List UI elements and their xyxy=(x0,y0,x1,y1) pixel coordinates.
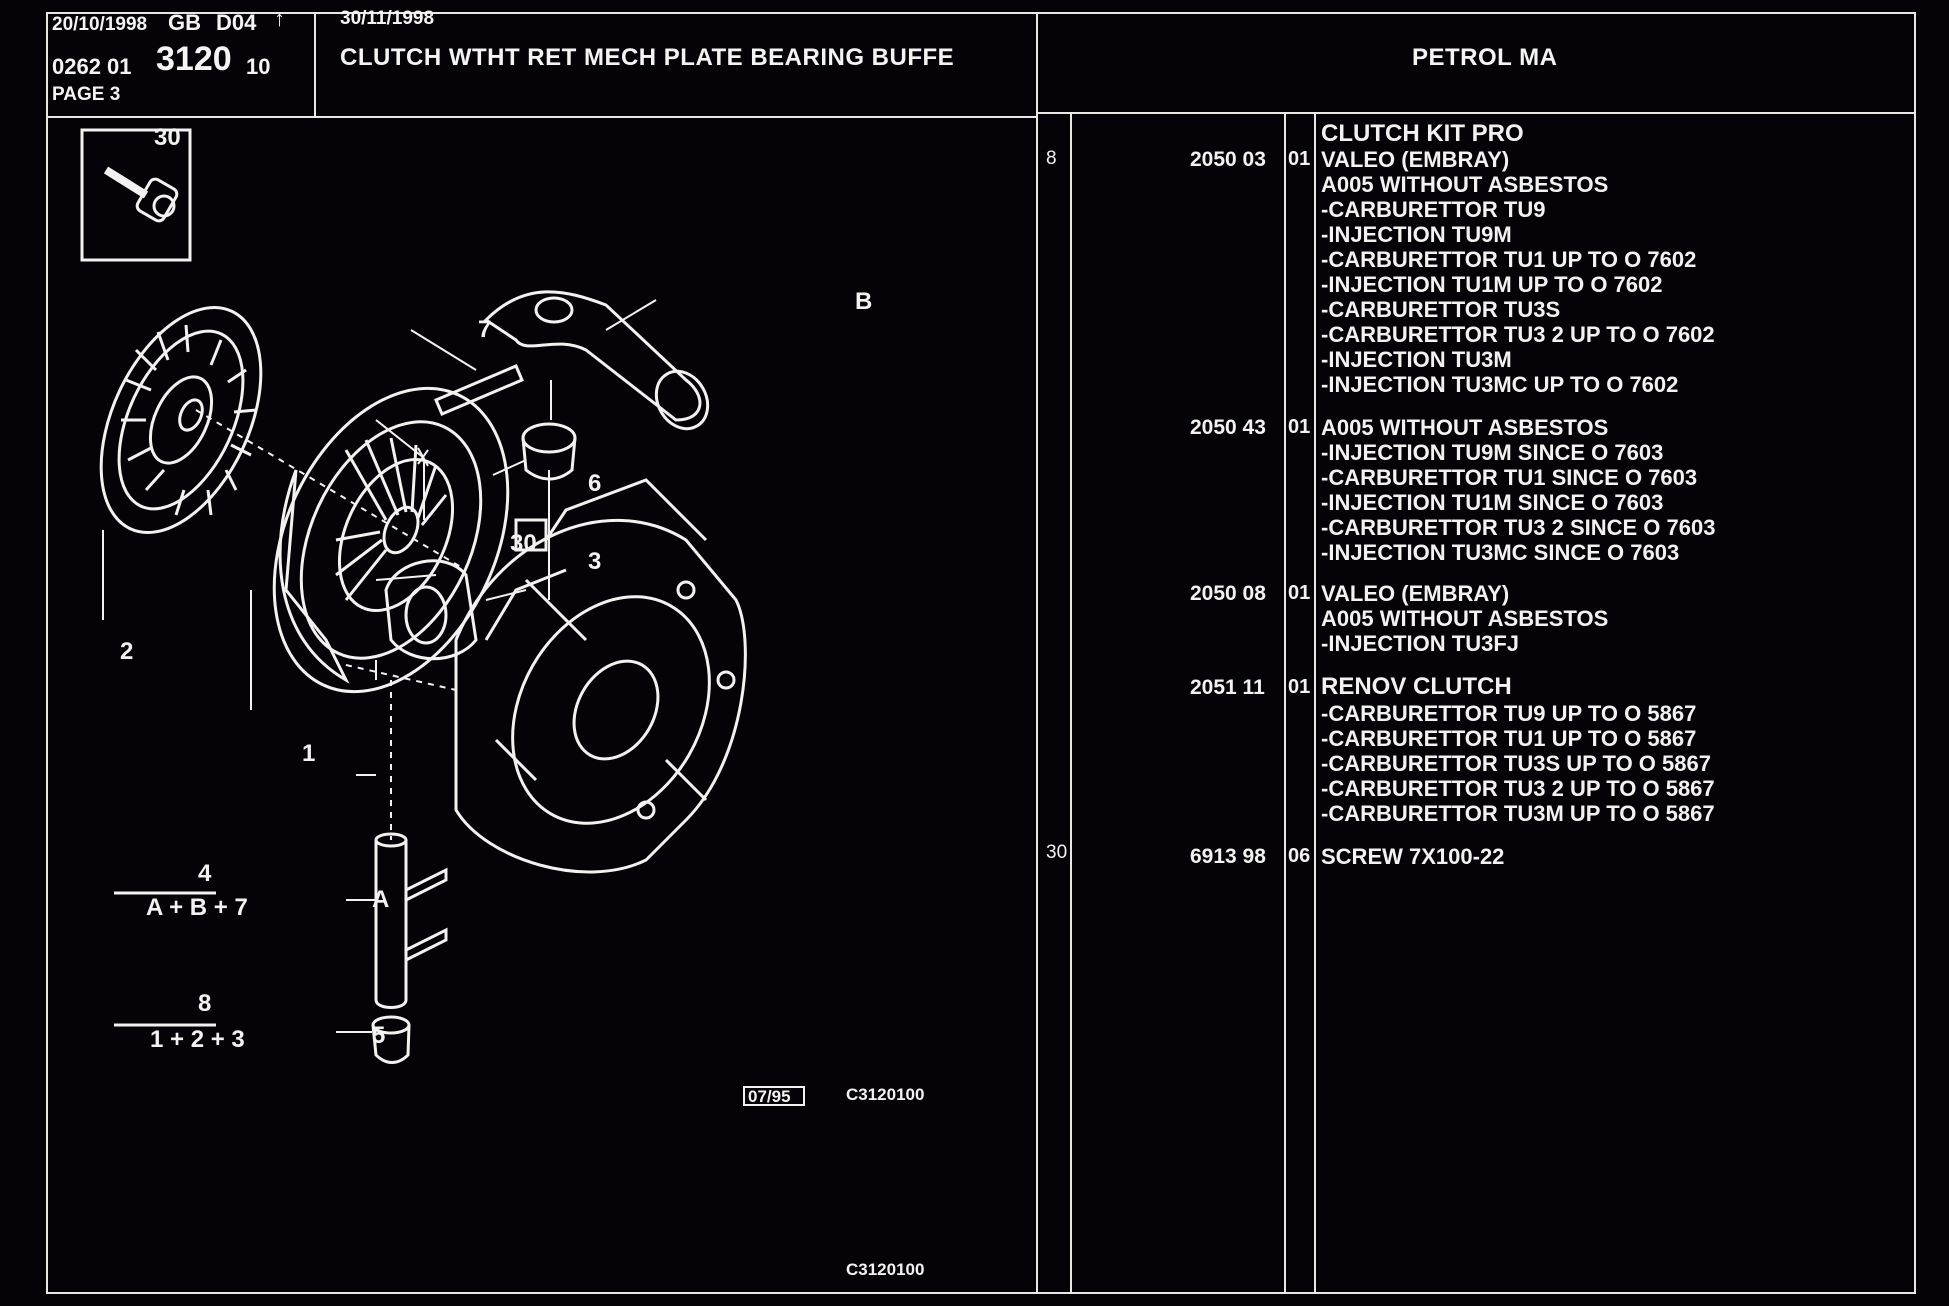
inset-ref-label: 30 xyxy=(154,124,181,151)
row-2-line-6: -INJECTION TU3MC SINCE O 7603 xyxy=(1321,540,1680,565)
page-number: PAGE 3 xyxy=(52,84,121,105)
label-7: 7 xyxy=(478,316,492,343)
row-1-line-8: -CARBURETTOR TU3S xyxy=(1321,297,1561,322)
lower-bush-drawing xyxy=(371,1015,411,1064)
row-1-line-6: -CARBURETTOR TU1 UP TO O 7602 xyxy=(1321,247,1697,272)
language-code: GB xyxy=(168,10,201,35)
label-b: B xyxy=(855,288,873,315)
screw-inset-icon xyxy=(103,166,179,223)
row-1-sequence: 01 xyxy=(1288,148,1311,170)
row-2-line-4: -INJECTION TU1M SINCE O 7603 xyxy=(1321,490,1664,515)
gearbox-housing-drawing xyxy=(454,478,747,874)
panel-divider xyxy=(1036,12,1038,1294)
release-bearing-drawing xyxy=(384,559,478,661)
header-divider-left xyxy=(46,116,1036,118)
row-4-sequence: 01 xyxy=(1288,676,1311,698)
document-code: D04 xyxy=(216,10,257,35)
revision-stamp: 07/95 xyxy=(748,1087,791,1106)
label-30: 30 xyxy=(510,530,537,557)
row-1-line-1: CLUTCH KIT PRO xyxy=(1321,120,1524,147)
row-1-line-7: -INJECTION TU1M UP TO O 7602 xyxy=(1321,272,1663,297)
row-3-line-3: -INJECTION TU3FJ xyxy=(1321,631,1520,656)
row-1-line-4: -CARBURETTOR TU9 xyxy=(1321,197,1546,222)
fuel-type: PETROL MA xyxy=(1412,44,1558,71)
date-left: 20/10/1998 xyxy=(52,14,148,35)
row-4-line-6: -CARBURETTOR TU3M UP TO O 5867 xyxy=(1321,801,1715,826)
row-4-line-4: -CARBURETTOR TU3S UP TO O 5867 xyxy=(1321,751,1711,776)
seq-column-rule-1 xyxy=(1284,112,1286,1294)
kit-1-components: A + B + 7 xyxy=(146,894,248,921)
row-2-line-2: -INJECTION TU9M SINCE O 7603 xyxy=(1321,440,1664,465)
release-fork-drawing xyxy=(483,290,710,431)
page-title: CLUTCH WTHT RET MECH PLATE BEARING BUFFE xyxy=(340,44,955,71)
row-4-line-5: -CARBURETTOR TU3 2 UP TO O 5867 xyxy=(1321,776,1715,801)
kit-1-number: 4 xyxy=(198,860,212,887)
row-3-line-1: VALEO (EMBRAY) xyxy=(1321,581,1510,606)
count-column-rule xyxy=(1070,112,1072,1294)
pressure-plate-drawing xyxy=(272,386,510,694)
row-1-line-3: A005 WITHOUT ASBESTOS xyxy=(1321,172,1609,197)
row-1-line-2: VALEO (EMBRAY) xyxy=(1321,147,1510,172)
clutch-disc-drawing xyxy=(99,306,263,534)
label-3: 3 xyxy=(588,548,602,575)
exploded-parts-drawing xyxy=(80,128,805,1106)
label-1: 1 xyxy=(302,740,316,767)
row-4-line-3: -CARBURETTOR TU1 UP TO O 5867 xyxy=(1321,726,1697,751)
header-split-1 xyxy=(314,12,316,116)
label-a: A xyxy=(372,886,390,913)
label-2: 2 xyxy=(120,638,134,665)
guide-tube-drawing xyxy=(374,832,448,1009)
row-1-line-11: -INJECTION TU3MC UP TO O 7602 xyxy=(1321,372,1679,397)
seq-column-rule-2 xyxy=(1314,112,1316,1294)
up-arrow-icon: ↑ xyxy=(274,6,285,31)
drawing-code-bottom: C3120100 xyxy=(846,1260,925,1279)
row-2-line-3: -CARBURETTOR TU1 SINCE O 7603 xyxy=(1321,465,1698,490)
page-frame xyxy=(46,12,1916,1294)
label-6: 6 xyxy=(588,470,602,497)
row-2-sequence: 01 xyxy=(1288,416,1311,438)
row-4-line-1: RENOV CLUTCH xyxy=(1321,673,1512,700)
row-1-line-9: -CARBURETTOR TU3 2 UP TO O 7602 xyxy=(1321,322,1715,347)
reference-prefix: 0262 01 xyxy=(52,54,132,79)
row-1-part-number: 2050 03 xyxy=(1190,148,1266,171)
kit-2-components: 1 + 2 + 3 xyxy=(150,1026,245,1053)
row-4-line-2: -CARBURETTOR TU9 UP TO O 5867 xyxy=(1321,701,1697,726)
row-3-sequence: 01 xyxy=(1288,582,1311,604)
reference-suffix: 10 xyxy=(246,54,271,79)
row-5-sequence: 06 xyxy=(1288,845,1311,867)
pin-drawing xyxy=(434,364,524,416)
row-4-part-number: 2051 11 xyxy=(1190,676,1265,699)
row-3-part-number: 2050 08 xyxy=(1190,582,1266,605)
drawing-code-mid: C3120100 xyxy=(846,1085,925,1104)
reference-main: 3120 xyxy=(156,40,232,78)
row-2-line-5: -CARBURETTOR TU3 2 SINCE O 7603 xyxy=(1321,515,1716,540)
row-1-quantity: 8 xyxy=(1046,148,1057,169)
label-5: 5 xyxy=(372,1022,386,1049)
row-3-line-2: A005 WITHOUT ASBESTOS xyxy=(1321,606,1609,631)
row-5-quantity: 30 xyxy=(1046,842,1068,863)
kit-2-number: 8 xyxy=(198,990,212,1017)
row-1-line-5: -INJECTION TU9M xyxy=(1321,222,1512,247)
row-5-line-1: SCREW 7X100-22 xyxy=(1321,844,1505,869)
row-2-line-1: A005 WITHOUT ASBESTOS xyxy=(1321,415,1609,440)
header-divider-right xyxy=(1036,112,1916,114)
row-5-part-number: 6913 98 xyxy=(1190,845,1266,868)
row-2-part-number: 2050 43 xyxy=(1190,416,1266,439)
date-right: 30/11/1998 xyxy=(340,8,435,29)
row-1-line-10: -INJECTION TU3M xyxy=(1321,347,1512,372)
